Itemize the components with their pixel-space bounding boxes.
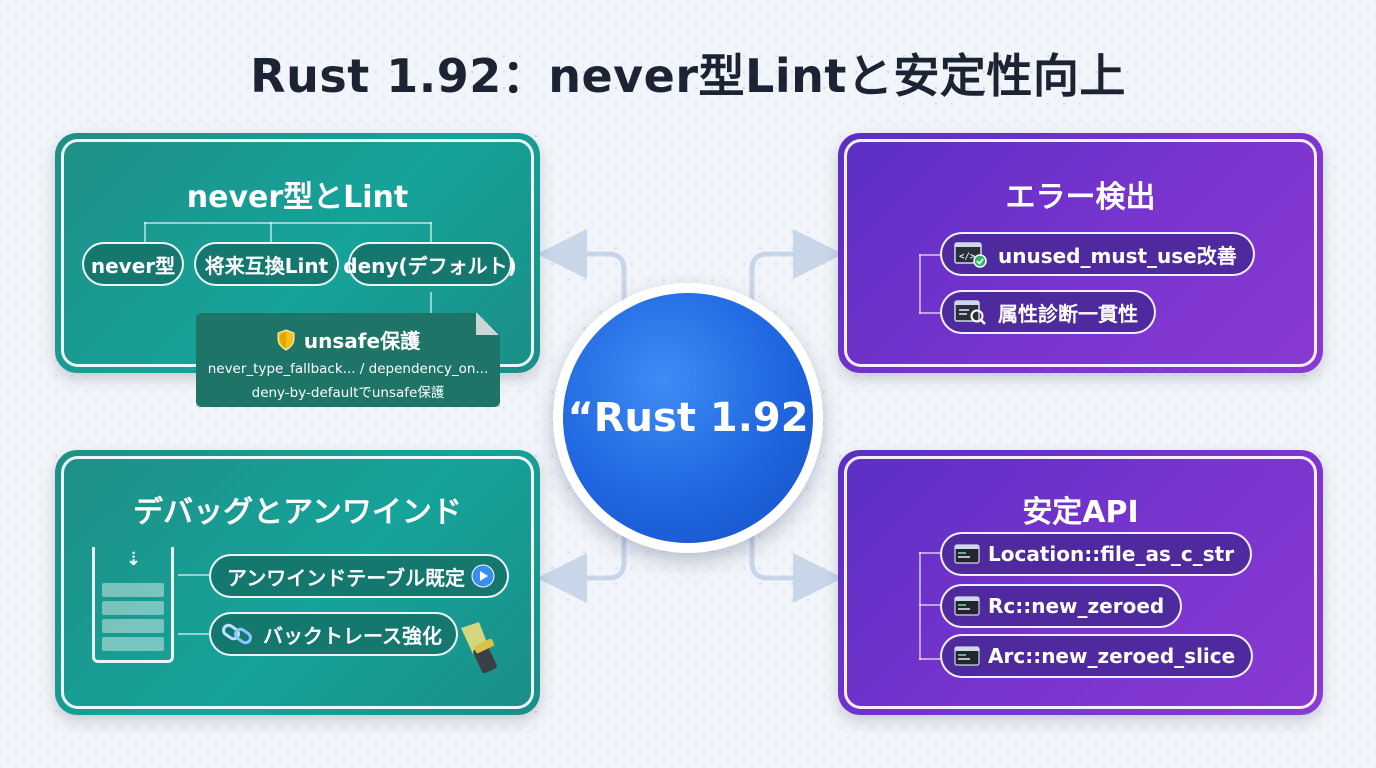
code-check-icon: </> [954,240,988,268]
note-line-2: deny-by-defaultでunsafe保護 [251,385,445,401]
item-attribute-diagnostics: 属性診断一貫性 [940,290,1156,334]
call-stack-icon: ⇣ [92,547,174,663]
unsafe-note-card: unsafe保護 never_type_fallback... / depend… [196,313,500,407]
panel-title-stable-api: 安定API [1022,495,1139,530]
item-future-compat-lint: 将来互換Lint [194,242,339,286]
center-hub: “Rust 1.92 [563,293,813,543]
svg-text:</>: </> [959,252,976,262]
arrow-bottom-left [537,533,627,603]
panel-title-debug-unwind: デバッグとアンワインド [133,495,462,530]
chain-link-icon [221,621,255,647]
item-label: Rc::new_zeroed [988,594,1165,618]
center-label: “Rust 1.92 [567,395,809,441]
item-arc-new-zeroed-slice: Arc::new_zeroed_slice [940,634,1254,678]
note-title: unsafe保護 [303,329,421,353]
play-icon [471,564,495,588]
item-label: Location::file_as_c_str [988,542,1235,566]
item-deny-default: deny(デフォルト) [343,242,517,286]
page-title: Rust 1.92：never型Lintと安定性向上 [250,49,1126,103]
shield-icon [276,328,296,351]
item-backtrace: バックトレース強化 [209,612,458,656]
terminal-icon [954,540,980,568]
item-label: 属性診断一貫性 [998,301,1138,326]
note-line-1: never_type_fallback... / dependency_on..… [207,361,489,377]
item-label: Arc::new_zeroed_slice [988,644,1236,668]
flashlight-icon [455,618,511,680]
item-location-file-as-c-str: Location::file_as_c_str [940,532,1253,576]
item-unwind-table-default: アンワインドテーブル既定 [209,554,509,598]
item-never-type: never型 [82,242,184,286]
item-rc-new-zeroed: Rc::new_zeroed [940,584,1183,628]
magnify-list-icon [954,298,988,326]
item-label: アンワインドテーブル既定 [227,565,465,590]
arrow-top-right [749,229,843,303]
terminal-icon [954,642,980,670]
arrow-top-left [537,229,627,303]
arrow-bottom-right [749,533,843,603]
item-unused-must-use: </> unused_must_use改善 [940,232,1255,276]
terminal-icon [954,592,980,620]
panel-title-error-detection: エラー検出 [1005,180,1156,215]
note-folded-corner [476,313,500,335]
item-label: バックトレース強化 [263,623,442,648]
item-label: unused_must_use改善 [998,243,1237,268]
panel-title-never-lint: never型とLint [186,180,409,215]
